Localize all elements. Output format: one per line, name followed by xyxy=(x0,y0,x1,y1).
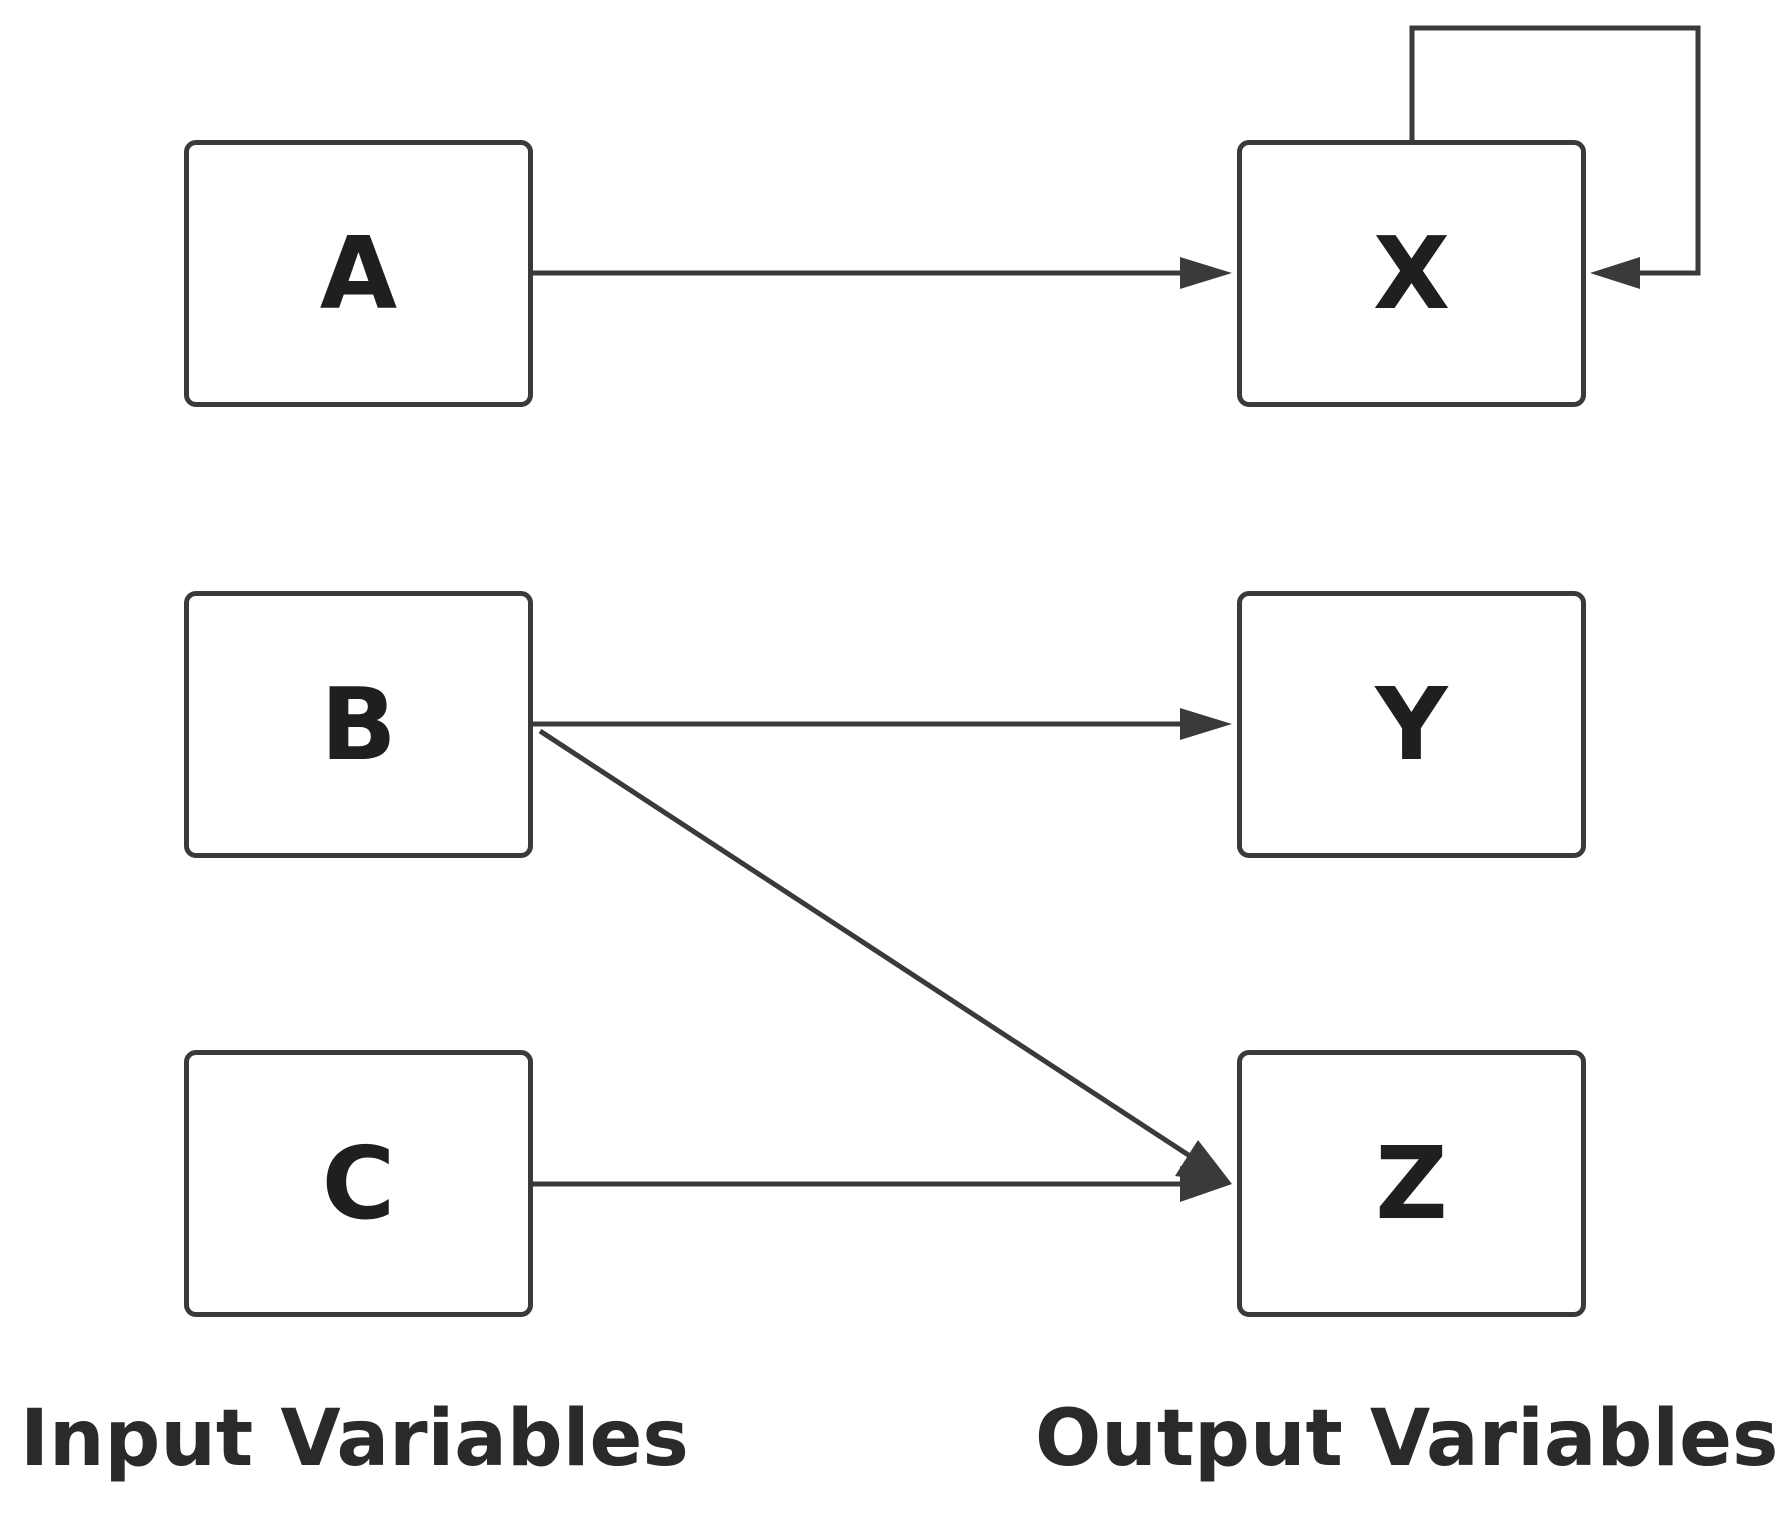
node-y-label: Y xyxy=(1375,666,1448,783)
edge-b-to-y xyxy=(533,708,1232,740)
node-b-label: B xyxy=(320,666,397,783)
edge-c-to-z xyxy=(533,1166,1232,1202)
node-c: C xyxy=(184,1050,533,1317)
node-x: X xyxy=(1237,140,1586,407)
node-y: Y xyxy=(1237,591,1586,858)
node-a-label: A xyxy=(319,215,398,332)
node-z-label: Z xyxy=(1375,1125,1448,1242)
edge-a-to-x xyxy=(533,257,1232,289)
node-a: A xyxy=(184,140,533,407)
node-z: Z xyxy=(1237,1050,1586,1317)
node-c-label: C xyxy=(321,1125,396,1242)
input-variables-caption: Input Variables xyxy=(20,1394,689,1484)
edge-x-self-loop xyxy=(1409,25,1701,289)
output-variables-caption: Output Variables xyxy=(1035,1394,1779,1484)
edge-b-to-z xyxy=(538,728,1232,1184)
node-b: B xyxy=(184,591,533,858)
node-x-label: X xyxy=(1372,215,1451,332)
